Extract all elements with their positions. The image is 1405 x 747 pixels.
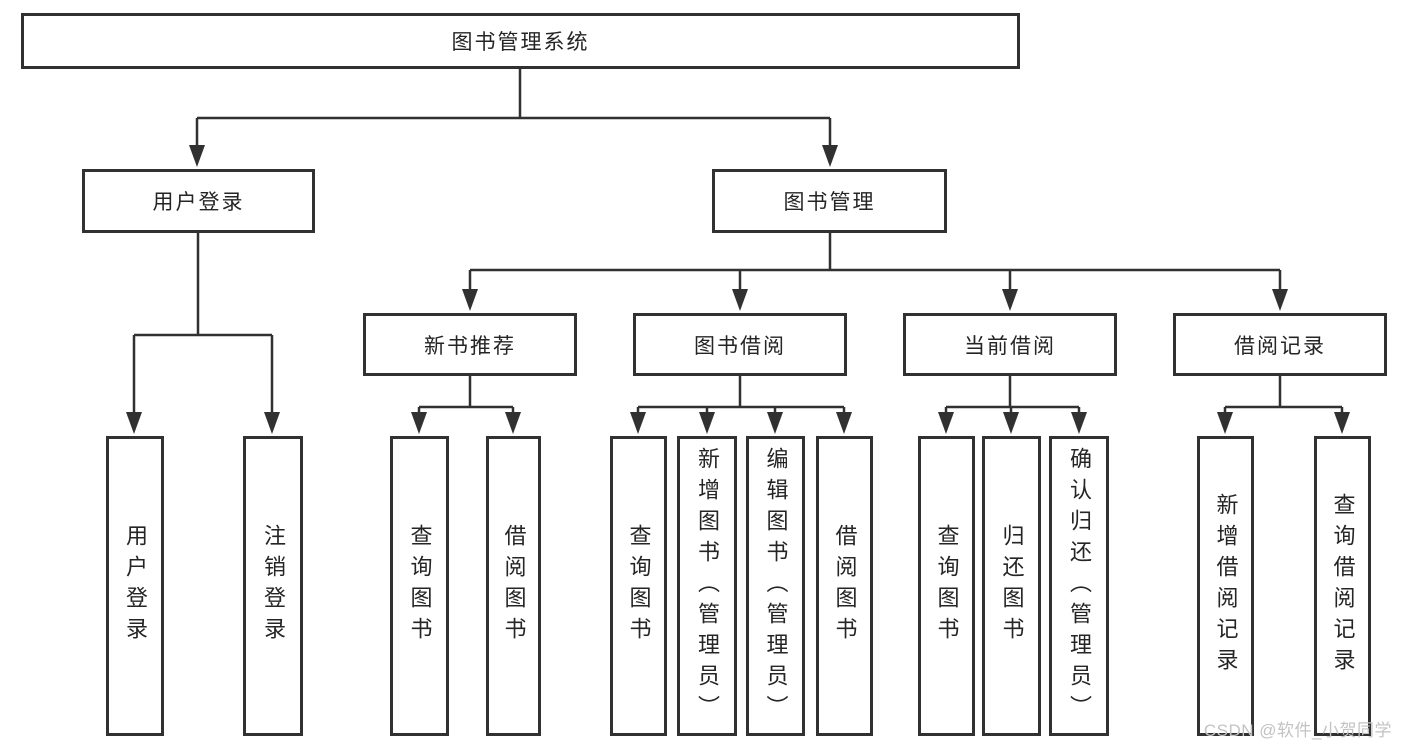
leaf-edit-book-admin: 编辑图书（管理员） [746, 436, 805, 736]
node-label: 查询图书 [407, 524, 433, 648]
node-label: 图书管理系统 [451, 31, 590, 54]
node-current-borrowing: 当前借阅 [903, 313, 1117, 376]
node-label: 当前借阅 [964, 334, 1056, 358]
node-label: 归还图书 [999, 524, 1025, 648]
leaf-query-borrow-record: 查询借阅记录 [1314, 436, 1371, 736]
node-label: 查询图书 [626, 524, 652, 648]
node-book-borrowing: 图书借阅 [633, 313, 847, 376]
node-user-login-module: 用户登录 [82, 169, 315, 233]
node-book-management-module: 图书管理 [712, 169, 947, 233]
node-label: 借阅记录 [1234, 334, 1326, 358]
leaf-logout-login: 注销登录 [243, 436, 303, 736]
leaf-query-books-current: 查询图书 [918, 436, 975, 736]
node-label: 查询借阅记录 [1330, 493, 1356, 679]
node-label: 新增图书（管理员） [695, 446, 720, 726]
node-new-book-recommendation: 新书推荐 [363, 313, 577, 376]
leaf-confirm-return-admin: 确认归还（管理员） [1049, 436, 1109, 736]
arrowhead-icons [126, 145, 1350, 434]
leaf-borrow-books-recommend: 借阅图书 [486, 436, 541, 736]
tree-edges [132, 69, 1344, 417]
node-library-management-system: 图书管理系统 [21, 13, 1020, 69]
leaf-add-book-admin: 新增图书（管理员） [677, 436, 737, 736]
leaf-query-books-recommend: 查询图书 [390, 436, 449, 736]
leaf-add-borrow-record: 新增借阅记录 [1197, 436, 1254, 736]
node-borrowing-records: 借阅记录 [1173, 313, 1387, 376]
node-label: 借阅图书 [501, 524, 527, 648]
node-label: 新书推荐 [424, 334, 516, 358]
node-label: 图书借阅 [694, 334, 786, 358]
leaf-borrow-books-borrowing: 借阅图书 [816, 436, 873, 736]
node-label: 查询图书 [934, 524, 960, 648]
node-label: 注销登录 [261, 524, 286, 648]
leaf-query-books-borrowing: 查询图书 [610, 436, 667, 736]
node-label: 确认归还（管理员） [1067, 446, 1092, 726]
node-label: 新增借阅记录 [1213, 493, 1239, 679]
node-label: 图书管理 [783, 191, 876, 214]
node-label: 编辑图书（管理员） [763, 446, 789, 726]
leaf-user-login: 用户登录 [106, 436, 164, 736]
node-label: 用户登录 [123, 524, 148, 648]
csdn-watermark: CSDN @软件_小贺同学 [1203, 721, 1392, 740]
leaf-return-books: 归还图书 [982, 436, 1041, 736]
node-label: 借阅图书 [832, 524, 858, 648]
node-label: 用户登录 [152, 191, 245, 214]
